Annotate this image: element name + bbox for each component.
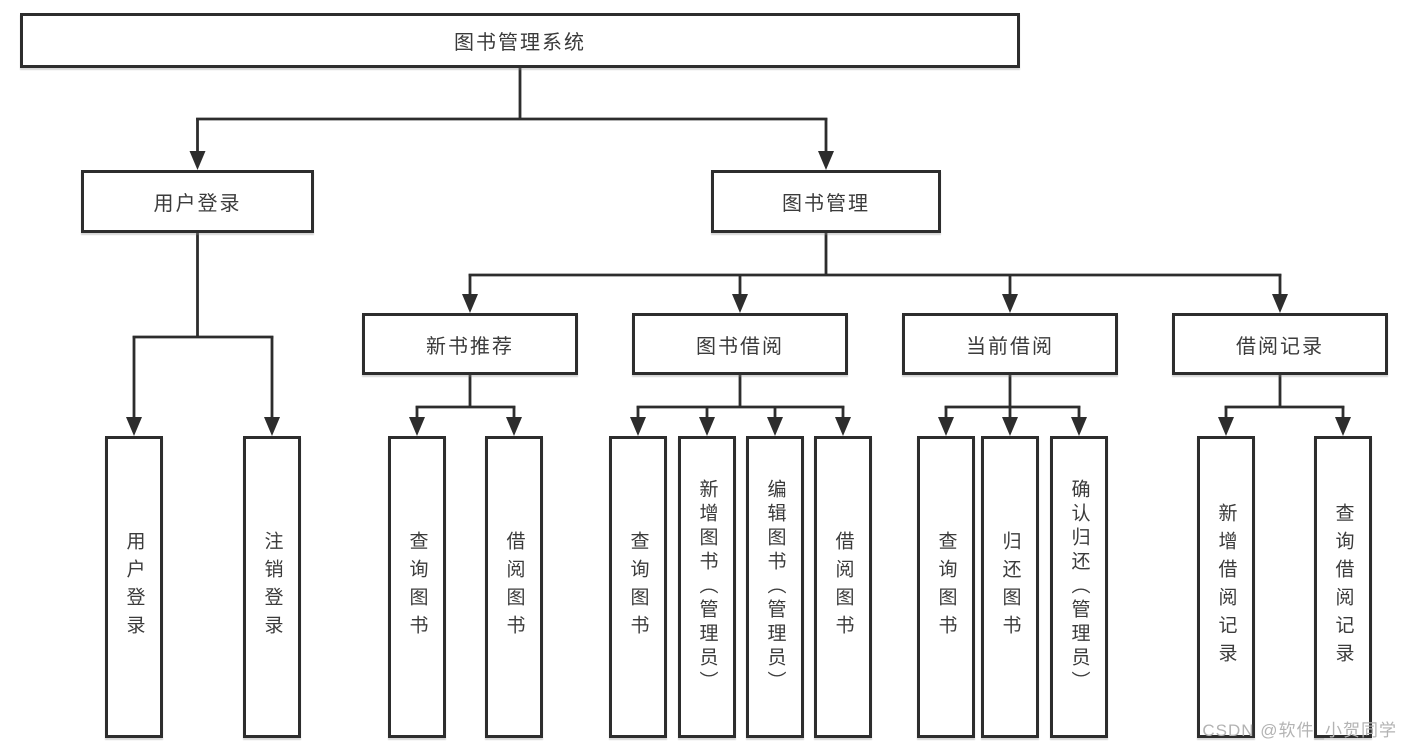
node-borrowing-records: 借阅记录 [1172, 313, 1388, 375]
leaf-add-books-admin: 新增图书（管理员） [678, 436, 736, 738]
leaf-borrow-books: 借阅图书 [814, 436, 872, 738]
leaf-query-borrow-record: 查询借阅记录 [1314, 436, 1372, 738]
leaf-query-books-recommend: 查询图书 [388, 436, 446, 738]
leaf-logout: 注销登录 [243, 436, 301, 738]
csdn-watermark: CSDN @软件_小贺同学 [1202, 721, 1397, 740]
node-user-login: 用户登录 [81, 170, 314, 233]
leaf-query-books-borrowing: 查询图书 [609, 436, 667, 738]
node-book-management: 图书管理 [711, 170, 941, 233]
node-new-book-recommendation: 新书推荐 [362, 313, 578, 375]
leaf-return-books: 归还图书 [981, 436, 1039, 738]
leaf-confirm-return-admin: 确认归还（管理员） [1050, 436, 1108, 738]
leaf-borrow-books-recommend: 借阅图书 [485, 436, 543, 738]
leaf-edit-books-admin: 编辑图书（管理员） [746, 436, 804, 738]
node-root-system: 图书管理系统 [20, 13, 1020, 68]
leaf-user-login: 用户登录 [105, 436, 163, 738]
node-book-borrowing: 图书借阅 [632, 313, 848, 375]
node-current-borrowing: 当前借阅 [902, 313, 1118, 375]
leaf-add-borrow-record: 新增借阅记录 [1197, 436, 1255, 738]
leaf-query-books-current: 查询图书 [917, 436, 975, 738]
